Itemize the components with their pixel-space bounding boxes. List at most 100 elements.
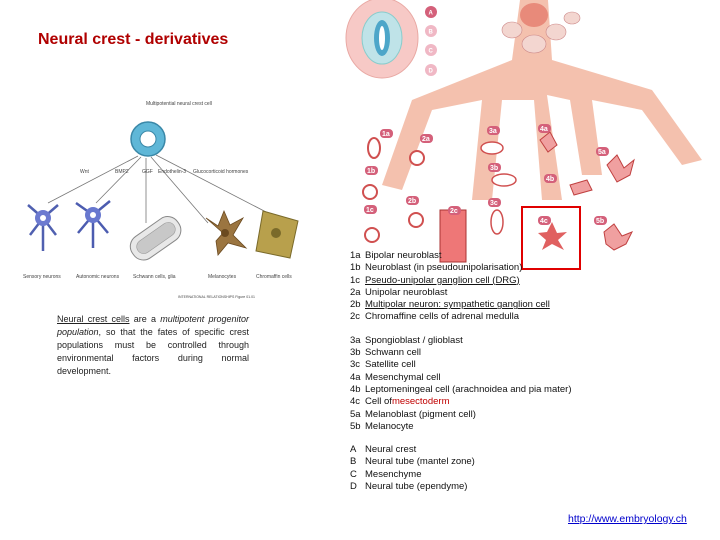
chromaffin-cell bbox=[255, 210, 299, 259]
legend-row: 2c Chromaffine cells of adrenal medulla bbox=[350, 311, 572, 323]
cell-label-sensory: Sensory neurons bbox=[23, 274, 61, 280]
label-1a: 1a bbox=[382, 131, 390, 138]
cell-1b bbox=[362, 184, 378, 200]
cell-3a bbox=[480, 141, 504, 155]
label-3c: 3c bbox=[490, 200, 498, 207]
neural-crest-lineage-figure: Multipotential neural crest cell Wnt BMP… bbox=[18, 93, 308, 303]
legend-code: 2c bbox=[350, 311, 361, 323]
legend-code: 2a bbox=[350, 286, 361, 298]
legend-text: Neural tube (mantel zone) bbox=[365, 456, 475, 468]
legend-row: 1a Bipolar neuroblast bbox=[350, 250, 572, 262]
derived-cells bbox=[362, 131, 635, 263]
legend-text: Mesenchymal cell bbox=[365, 371, 441, 383]
legend-text: Leptomeningeal cell (arachnoidea and pia… bbox=[365, 383, 572, 395]
legend-text: Unipolar neuroblast bbox=[365, 286, 448, 298]
legend-code: 2b bbox=[350, 299, 361, 311]
legend-text: Chromaffine cells of adrenal medulla bbox=[365, 311, 520, 323]
derivatives-tree: A B C D bbox=[342, 0, 714, 275]
label-3b: 3b bbox=[490, 165, 498, 172]
legend-code: C bbox=[350, 468, 357, 480]
paragraph-emphasis: multipotent progenitor population bbox=[57, 314, 249, 337]
signal-label: GGF bbox=[142, 169, 153, 175]
signal-label: BMP2 bbox=[115, 169, 129, 175]
cell-1c bbox=[364, 227, 380, 243]
label-1c: 1c bbox=[366, 207, 374, 214]
panel-badge-d: D bbox=[429, 69, 434, 75]
derivatives-tree-figure: A B C D bbox=[342, 0, 714, 275]
legend-text-highlight: mesectoderm bbox=[391, 396, 450, 408]
legend-text: Cell of bbox=[365, 396, 392, 408]
schwann-cell bbox=[129, 216, 182, 261]
cell-label-schwann: Schwann cells, glia bbox=[133, 274, 176, 280]
legend-text: Neural crest bbox=[365, 444, 417, 456]
cell-label-chromaffin: Chromaffin cells bbox=[256, 274, 292, 280]
cell-5a bbox=[606, 154, 635, 183]
legend-row: 5a Melanoblast (pigment cell) bbox=[350, 409, 572, 421]
legend-code: 3a bbox=[350, 334, 361, 346]
legend-code: 5b bbox=[350, 420, 361, 432]
paragraph-text: are a bbox=[129, 314, 161, 324]
panel-badge-b: B bbox=[429, 30, 434, 36]
cell-3c bbox=[490, 209, 504, 235]
signal-label: Wnt bbox=[80, 169, 90, 175]
legend-code: 5a bbox=[350, 408, 361, 420]
legend-text: Mesenchyme bbox=[365, 468, 422, 480]
legend-row: 4b Leptomeningeal cell (arachnoidea and p… bbox=[350, 384, 572, 396]
legend-text: Spongioblast / glioblast bbox=[365, 334, 463, 346]
legend-row: 2a Unipolar neuroblast bbox=[350, 287, 572, 299]
cell-label-autonomic: Autonomic neurons bbox=[76, 274, 120, 280]
cell-4a bbox=[539, 131, 558, 153]
legend-row: 4a Mesenchymal cell bbox=[350, 372, 572, 384]
legend-text: Pseudo-unipolar ganglion cell (DRG) bbox=[365, 274, 520, 286]
legend-row: B Neural tube (mantel zone) bbox=[350, 456, 572, 468]
legend-code: 4a bbox=[350, 371, 361, 383]
label-2b: 2b bbox=[408, 198, 416, 205]
cell-4c bbox=[538, 222, 567, 250]
panel-badge-a: A bbox=[429, 11, 434, 17]
signal-label: Glucocorticoid hormones bbox=[193, 169, 249, 175]
label-4b: 4b bbox=[546, 176, 554, 183]
legend-row: 1c Pseudo-unipolar ganglion cell (DRG) bbox=[350, 275, 572, 287]
signal-labels: Wnt BMP2 GGF Endothelin-3 Glucocorticoid… bbox=[80, 169, 249, 175]
legend-row: C Mesenchyme bbox=[350, 469, 572, 481]
cell-2c bbox=[439, 209, 467, 263]
embryo-section bbox=[345, 0, 419, 79]
legend-text: Bipolar neuroblast bbox=[365, 250, 442, 261]
legend-code: 3c bbox=[350, 359, 361, 371]
legend-code: 4c bbox=[350, 396, 361, 408]
label-4a: 4a bbox=[540, 126, 548, 133]
neural-crest-cluster bbox=[501, 3, 581, 54]
label-1b: 1b bbox=[367, 168, 375, 175]
legend-group-regions: A Neural crest B Neural tube (mantel zone)… bbox=[350, 444, 572, 493]
panel-badge-c: C bbox=[429, 49, 434, 55]
legend-code: 3b bbox=[350, 347, 361, 359]
legend-row: 4c Cell of mesectoderm bbox=[350, 396, 572, 408]
legend-code: 4b bbox=[350, 383, 361, 395]
lineage-tree-branches bbox=[382, 0, 702, 200]
legend-row: 3a Spongioblast / glioblast bbox=[350, 335, 572, 347]
legend-code: 1c bbox=[350, 274, 361, 286]
legend-code: 1a bbox=[350, 250, 361, 261]
panel-badges: A B C D bbox=[425, 6, 437, 76]
cell-label-badges: 1a 2a 3a 4a 5a 1b 3b 4b 2b 3c 1c 2c 4c 5… bbox=[364, 124, 609, 225]
legend-code: B bbox=[350, 456, 357, 468]
autonomic-neuron-cell bbox=[75, 200, 111, 248]
legend-text: Melanoblast (pigment cell) bbox=[365, 408, 476, 420]
legend-row: A Neural crest bbox=[350, 444, 572, 456]
embryology-link[interactable]: http://www.embryology.ch bbox=[568, 513, 687, 525]
legend-text: Schwann cell bbox=[365, 347, 421, 359]
stem-cell-nucleus bbox=[139, 130, 157, 148]
lineage-arrows bbox=[47, 154, 269, 224]
signal-label: Endothelin-3 bbox=[158, 169, 186, 175]
top-cell-label: Multipotential neural crest cell bbox=[146, 101, 212, 107]
cell-3b bbox=[491, 173, 517, 187]
cell-label-melanocytes: Melanocytes bbox=[208, 274, 237, 280]
legend-code: A bbox=[350, 444, 357, 456]
melanocyte-cell bbox=[205, 209, 248, 256]
highlight-box-4c bbox=[521, 206, 581, 270]
